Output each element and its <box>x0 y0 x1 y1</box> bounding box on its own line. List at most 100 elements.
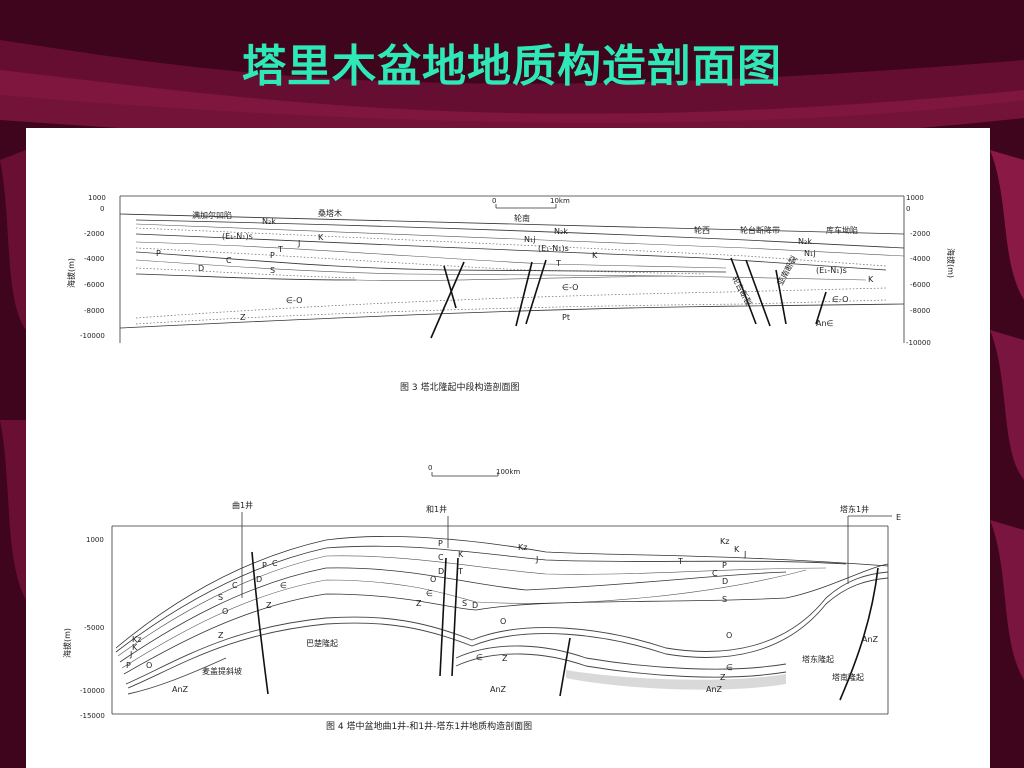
place-label: 轮台断降带 <box>740 225 780 235</box>
scale-label: 0 <box>428 464 432 472</box>
stratum-label: C <box>226 256 232 265</box>
figure-caption: 图 3 塔北隆起中段构造剖面图 <box>400 381 519 393</box>
geologic-sections: 1000 0 -2000 -4000 -6000 -8000 -10000 海拔… <box>62 194 956 732</box>
stratum-label: Z <box>502 654 508 663</box>
axis-label-right: 海拔(m) <box>946 248 956 278</box>
stratum-label: C <box>438 553 444 562</box>
stratum-label: AnZ <box>490 685 507 694</box>
scale-bar: 0 100km <box>428 464 520 477</box>
stratum-label: ∈-O <box>832 295 848 304</box>
stratum-label: O <box>430 575 436 584</box>
place-label: 塔南隆起 <box>832 672 864 682</box>
y-ticks: 1000 -5000 -10000 -15000 <box>80 536 105 720</box>
stratum-label: (E₁-N₁)s <box>816 266 847 275</box>
well-label: 和1井 <box>426 504 447 514</box>
y-tick: -10000 <box>80 332 105 340</box>
stratum-label: T <box>277 245 283 254</box>
stratum-label: ∈ <box>426 589 433 598</box>
y-tick: 1000 <box>88 194 106 202</box>
stratum-label: S <box>462 599 467 608</box>
scale-bar: 0 10km <box>492 197 570 209</box>
stratum-label: P <box>722 561 727 570</box>
stratum-label: Z <box>416 599 422 608</box>
y-tick: -2000 <box>910 230 930 238</box>
place-label: 轮南 <box>514 213 530 223</box>
stratum-label: D <box>722 577 728 586</box>
stratum-label: K <box>132 643 138 652</box>
stratum-label: K <box>458 550 464 559</box>
scale-label: 10km <box>550 197 570 205</box>
place-label: 桑塔木 <box>318 208 342 218</box>
place-label: 轮西 <box>694 225 710 235</box>
place-label: 巴楚隆起 <box>306 638 338 648</box>
stratum-label: (E₁-N₁)s <box>538 244 569 253</box>
stratum-label: C <box>712 569 718 578</box>
axis-label-left: 海拔(m) <box>66 258 76 288</box>
y-tick: 0 <box>906 205 910 213</box>
stratum-label: S <box>270 266 275 275</box>
section-tabei: 1000 0 -2000 -4000 -6000 -8000 -10000 海拔… <box>66 194 956 393</box>
stratum-label: Z <box>240 313 246 322</box>
stratum-label: J <box>297 239 300 248</box>
stratum-label: An∈ <box>816 319 834 328</box>
place-label: 麦盖提斜坡 <box>202 666 242 676</box>
stratum-label: T <box>555 259 561 268</box>
stratum-label: T <box>677 557 683 566</box>
stratum-label: O <box>222 607 228 616</box>
stratum-label: K <box>592 251 598 260</box>
stratum-label: N₂k <box>262 217 276 226</box>
stratum-label: AnZ <box>172 685 189 694</box>
stratum-label: Z <box>266 601 272 610</box>
stratum-label: O <box>726 631 732 640</box>
stratum-label: J <box>535 555 538 564</box>
stratum-label: N₂k <box>798 237 812 246</box>
axis-label: 海拔(m) <box>62 628 72 658</box>
stratum-label: D <box>198 264 204 273</box>
stratum-label: Z <box>720 673 726 682</box>
slide-title: 塔里木盆地地质构造剖面图 <box>242 41 782 92</box>
stratum-label: C <box>232 581 238 590</box>
stratum-label: Kz <box>720 537 729 546</box>
stratum-label: ∈ <box>280 581 287 590</box>
figure-caption: 图 4 塔中盆地曲1井-和1井-塔东1井地质构造剖面图 <box>326 720 532 732</box>
stratum-label: N₁j <box>524 235 535 244</box>
well-label: 塔东1井 <box>840 504 869 514</box>
stratum-label: D <box>472 601 478 610</box>
stratum-label: AnZ <box>862 635 879 644</box>
place-label: 库车坳陷 <box>826 225 858 235</box>
stratum-label: P <box>270 251 275 260</box>
stratum-label: K <box>318 233 324 242</box>
stratum-label: J <box>743 550 746 559</box>
fault-label: 轮台断裂 <box>730 274 754 307</box>
y-tick: -8000 <box>910 307 930 315</box>
y-tick: 1000 <box>906 194 924 202</box>
stratum-label: Pt <box>562 313 570 322</box>
scale-label: 100km <box>496 468 520 476</box>
well-label: 曲1井 <box>232 500 253 510</box>
y-ticks-left: 1000 0 -2000 -4000 -6000 -8000 -10000 <box>80 194 106 340</box>
stratum-label: P <box>438 539 443 548</box>
stratum-label: C <box>272 559 278 568</box>
stratum-label: Kz <box>132 635 141 644</box>
place-label: 塔东隆起 <box>802 654 834 664</box>
stratum-label: D <box>438 567 444 576</box>
scale-label: 0 <box>492 197 496 205</box>
stratum-label: N₁j <box>804 249 815 258</box>
y-tick: -4000 <box>910 255 930 263</box>
stratum-label: J <box>129 650 132 659</box>
stratum-label: ∈ <box>726 663 733 672</box>
y-tick: -5000 <box>84 624 104 632</box>
y-tick: -4000 <box>84 255 104 263</box>
stratum-label: P <box>156 249 161 258</box>
stratum-label: S <box>722 595 727 604</box>
y-tick: -6000 <box>910 281 930 289</box>
stratum-label: ∈-O <box>286 296 302 305</box>
y-tick: -8000 <box>84 307 104 315</box>
place-label: 满加尔凹陷 <box>192 210 232 220</box>
stratum-label: T <box>457 567 463 576</box>
y-tick: -15000 <box>80 712 105 720</box>
stratum-label: D <box>256 575 262 584</box>
stratum-label: ∈-O <box>562 283 578 292</box>
y-ticks-right: 1000 0 -2000 -4000 -6000 -8000 -10000 <box>906 194 931 347</box>
stratum-label: S <box>218 593 223 602</box>
